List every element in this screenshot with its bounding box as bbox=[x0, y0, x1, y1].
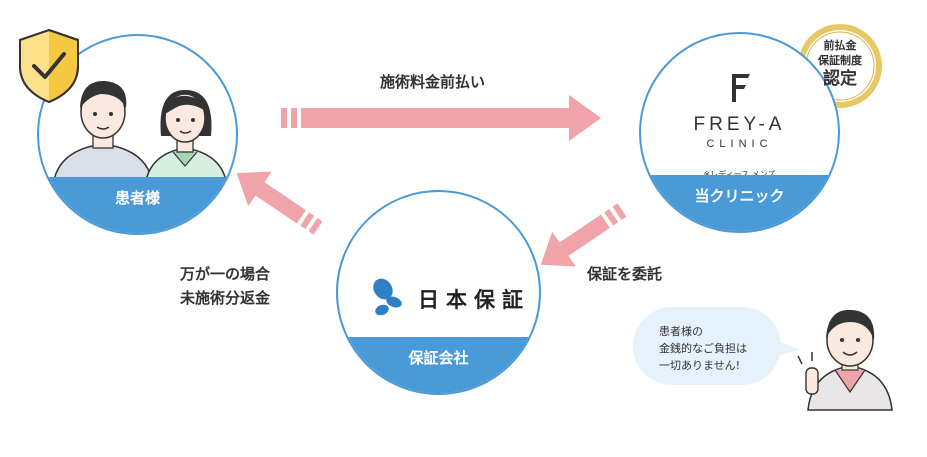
bubble-line1: 患者様の bbox=[659, 325, 703, 338]
prepay-arrow bbox=[281, 95, 601, 141]
refund-arrow bbox=[236, 171, 323, 235]
refund-label-line1: 万が一の場合 bbox=[180, 265, 271, 283]
badge-line1: 前払金 bbox=[823, 39, 857, 52]
shield-check-icon bbox=[19, 28, 79, 104]
speech-bubble bbox=[633, 307, 781, 385]
refund-label: 万が一の場合 未施術分返金 bbox=[180, 262, 270, 310]
clinic-note: ※レディース,メンズ bbox=[641, 169, 838, 180]
badge-line2: 保証制度 bbox=[818, 54, 862, 67]
patients-illustration bbox=[52, 80, 228, 186]
patient-label: 患者様 bbox=[39, 177, 236, 233]
clinic-logo-mark bbox=[732, 74, 750, 102]
badge-line3: 認定 bbox=[823, 69, 857, 89]
guarantor-label: 保証会社 bbox=[338, 337, 539, 393]
bubble-line2: 金銭的なご負担は bbox=[659, 342, 747, 355]
guarantor-logo-mark bbox=[373, 278, 402, 316]
badge-text: 前払金 保証制度 認定 bbox=[798, 38, 882, 90]
bubble-tail bbox=[775, 340, 800, 356]
clinic-label: 当クリニック bbox=[641, 175, 838, 231]
entrust-arrow bbox=[540, 203, 627, 267]
operator-illustration bbox=[797, 309, 893, 411]
refund-label-line2: 未施術分返金 bbox=[180, 289, 271, 307]
speech-bubble-text: 患者様の 金銭的なご負担は 一切ありません! bbox=[659, 323, 747, 374]
clinic-brand-sub: CLINIC bbox=[706, 138, 773, 150]
bubble-line3: 一切ありません! bbox=[659, 359, 741, 372]
prepay-label: 施術料金前払い bbox=[380, 73, 486, 91]
guarantor-logo-text: 日本保証 bbox=[418, 288, 530, 312]
guarantor-node: 日本保証 保証会社 bbox=[336, 190, 541, 395]
clinic-node: FREY-A CLINIC ※レディース,メンズ 当クリニック bbox=[639, 32, 840, 233]
entrust-label: 保証を委託 bbox=[587, 265, 663, 283]
clinic-brand-name: FREY-A bbox=[693, 114, 786, 135]
